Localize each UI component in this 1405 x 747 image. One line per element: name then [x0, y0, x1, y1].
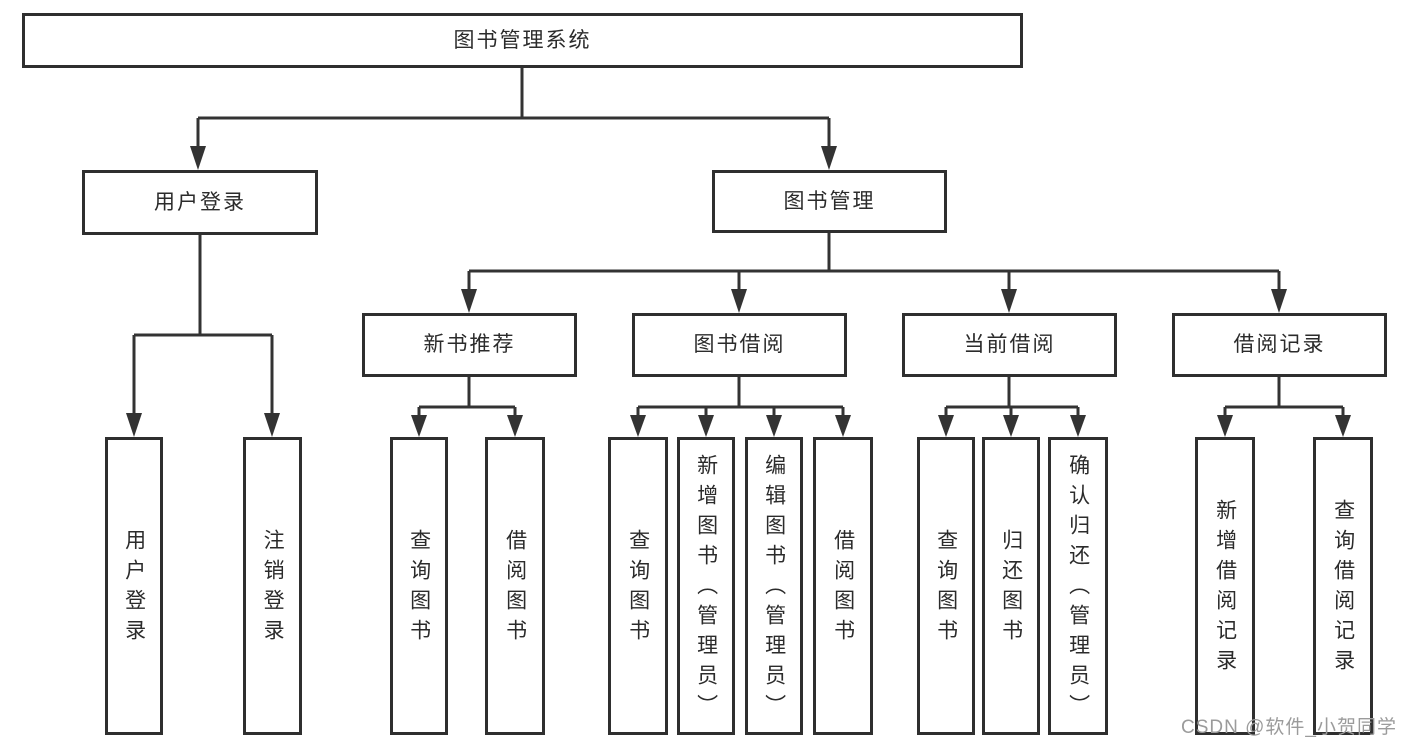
node-book-management: 图书管理: [712, 170, 947, 233]
leaf-add-borrow-record: 新增借阅记录: [1195, 437, 1255, 735]
leaf-query-borrow-record: 查询借阅记录: [1313, 437, 1373, 735]
leaf-borrow-book-recommend: 借阅图书: [485, 437, 545, 735]
node-new-book-recommend: 新书推荐: [362, 313, 577, 377]
leaf-return-book: 归还图书: [982, 437, 1040, 735]
leaf-query-book-current: 查询图书: [917, 437, 975, 735]
node-user-login: 用户登录: [82, 170, 318, 235]
leaf-add-book-admin: 新增图书（管理员）: [677, 437, 735, 735]
arrowheads: [126, 146, 1351, 437]
node-root-system: 图书管理系统: [22, 13, 1023, 68]
leaf-confirm-return-admin: 确认归还（管理员）: [1048, 437, 1108, 735]
leaf-edit-book-admin: 编辑图书（管理员）: [745, 437, 803, 735]
leaf-borrow-book: 借阅图书: [813, 437, 873, 735]
leaf-query-book-recommend: 查询图书: [390, 437, 448, 735]
node-current-borrow: 当前借阅: [902, 313, 1117, 377]
node-borrow-record: 借阅记录: [1172, 313, 1387, 377]
node-book-borrow: 图书借阅: [632, 313, 847, 377]
leaf-query-book-borrow: 查询图书: [608, 437, 668, 735]
leaf-logout: 注销登录: [243, 437, 302, 735]
leaf-user-login: 用户登录: [105, 437, 163, 735]
csdn-watermark: CSDN @软件_小贺同学: [1181, 717, 1397, 738]
